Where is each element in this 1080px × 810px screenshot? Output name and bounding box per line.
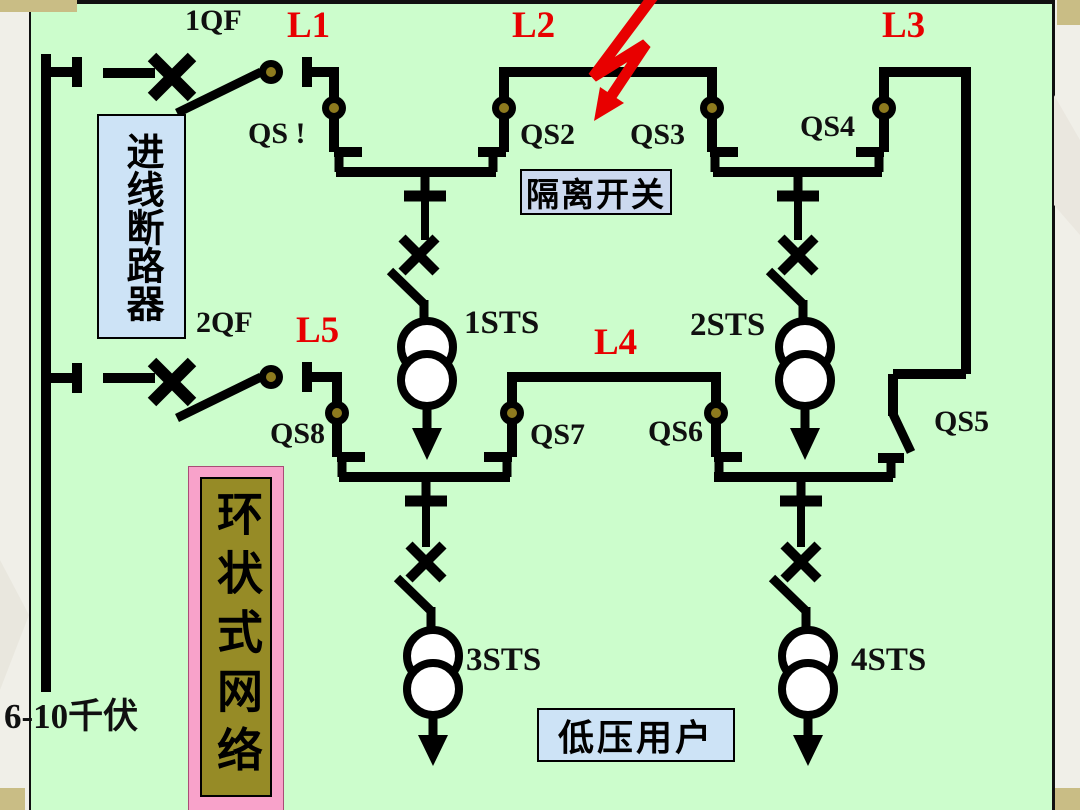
callout-isolating-switch: 隔离开关 [520,169,672,215]
label-1sts: 1STS [464,305,540,341]
load-arrow-icon [793,735,823,766]
feeder-l3 [856,67,971,416]
label-qs1: QS ! [248,117,306,150]
feeder-l2 [478,67,738,172]
margin-decor-right-triangle [1054,95,1080,235]
isolator-dot-icon [872,96,896,120]
label-4sts: 4STS [851,642,927,678]
label-voltage: 6-10千伏 [4,697,139,736]
label-qs7: QS7 [530,418,586,451]
callout-lv-users-text: 低压用户 [557,718,714,758]
margin-tan-bottom-left [0,788,25,810]
branch-3sts [393,477,447,632]
switch-blade-icon [386,267,428,308]
label-qs4: QS4 [800,110,856,143]
label-l5: L5 [296,310,340,351]
callout-isolating-switch-text: 隔离开关 [526,178,666,214]
isolator-dot-icon [322,96,346,120]
isolator-dot-icon [500,401,524,425]
load-arrow-icon [418,735,448,766]
label-l1: L1 [287,5,331,46]
margin-tan-top-left [0,0,77,12]
branch-1sts [386,172,446,324]
tie-switch-qs5-symbol [878,412,916,478]
margin-tan-bottom-right [1055,788,1080,810]
callout-ring-network-text: 环状式网络 [211,489,262,785]
isolator-dots [259,60,896,425]
isolator-dot-icon [492,96,516,120]
label-l4: L4 [594,322,638,363]
transformer-2sts-icon [775,317,835,460]
label-2sts: 2STS [690,307,766,343]
callout-incoming-breaker: 进线断路器 [97,114,186,339]
transformer-4sts-icon [778,626,838,766]
switch-blade-icon [175,67,263,118]
transformer-1sts-icon [397,317,457,460]
label-1qf: 1QF [185,4,242,37]
transformers [397,317,838,766]
incoming-bus [41,54,82,692]
switch-blade-icon [765,267,807,308]
switch-blade-icon [393,574,435,615]
fault-lightning-icon [588,0,658,121]
breaker-x-icon [405,541,447,583]
switch-blade-icon [768,574,810,615]
branch-2sts [765,172,819,324]
label-l2: L2 [512,5,556,46]
label-qs5: QS5 [934,405,990,438]
label-3sts: 3STS [466,642,542,678]
breaker-x-icon [777,234,819,276]
callout-lv-users: 低压用户 [537,708,735,762]
margin-tan-top-right [1057,0,1080,25]
feeder-l5 [332,372,365,477]
isolator-dot-icon [259,60,283,84]
transformer-3sts-icon [403,626,463,766]
breaker-x-icon [147,52,197,102]
breaker-2qf-symbol [103,357,337,423]
breaker-1qf-symbol [103,52,334,118]
breaker-x-icon [780,541,822,583]
feeder-l4 [484,372,742,477]
callout-incoming-breaker-text: 进线断路器 [120,131,162,322]
switch-blade-icon [888,412,916,454]
label-2qf: 2QF [196,306,253,339]
label-l3: L3 [882,5,926,46]
label-qs8: QS8 [270,417,326,450]
load-arrow-icon [790,428,820,460]
feeder-l1 [329,67,362,172]
breaker-x-icon [147,357,197,407]
branch-4sts [768,477,822,632]
isolator-dot-icon [259,365,283,389]
callout-ring-network: 环状式网络 [200,477,272,797]
label-qs3: QS3 [630,118,686,151]
label-qs6: QS6 [648,415,704,448]
load-arrow-icon [412,428,442,460]
isolator-dot-icon [704,401,728,425]
isolator-dot-icon [325,401,349,425]
isolator-dot-icon [700,96,724,120]
callout-ring-network-frame: 环状式网络 [188,466,284,810]
margin-decor-left-triangle [0,560,29,690]
label-qs2: QS2 [520,118,576,151]
breaker-x-icon [398,234,440,276]
switch-blade-icon [175,372,263,423]
